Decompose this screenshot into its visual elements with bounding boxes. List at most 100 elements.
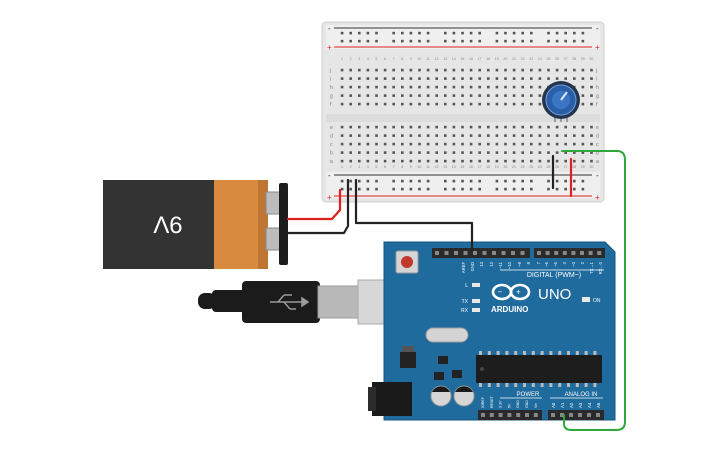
chip-pin [487, 383, 491, 387]
row-letter: h [596, 85, 599, 91]
terminal-hole [469, 159, 473, 163]
terminal-hole [340, 77, 344, 80]
terminal-hole [590, 85, 593, 89]
terminal-hole [512, 85, 516, 89]
terminal-hole [426, 102, 430, 106]
terminal-hole [495, 134, 499, 137]
dc-power-jack[interactable] [372, 382, 412, 416]
terminal-hole [564, 159, 567, 163]
rail-hole [564, 179, 567, 183]
rail-plus-label-tl: + [327, 43, 332, 52]
potentiometer[interactable] [542, 81, 580, 122]
rail-hole [504, 39, 507, 43]
terminal-hole [547, 134, 550, 137]
battery-black-body [103, 180, 218, 269]
terminal-hole [366, 159, 370, 163]
terminal-hole [375, 77, 378, 80]
header-hole [473, 251, 477, 255]
header-hole [444, 251, 449, 255]
terminal-hole [478, 142, 481, 146]
terminal-holes-top [340, 68, 593, 106]
rail-hole [469, 187, 473, 191]
digital-header-right[interactable] [534, 248, 605, 258]
battery-black-wire[interactable] [286, 178, 350, 235]
analog-section-label: ANALOG IN [565, 392, 598, 398]
reset-button[interactable] [401, 256, 413, 268]
header-hole [463, 251, 468, 255]
header-hole [560, 413, 564, 417]
column-number: 3 [358, 57, 360, 61]
chip-pin [567, 351, 570, 355]
terminal-hole [573, 134, 576, 137]
digital-header-left[interactable] [432, 248, 530, 258]
terminal-hole [409, 159, 413, 163]
rail-hole [573, 39, 576, 43]
rail-hole [375, 187, 378, 191]
terminal-hole [426, 94, 430, 97]
column-number: 6 [384, 57, 386, 61]
pot-signal-wire-to-a0[interactable] [561, 150, 626, 431]
rail-minus-label-br: - [596, 171, 599, 180]
terminal-hole [401, 94, 404, 97]
rail-hole [564, 187, 567, 191]
terminal-hole [452, 151, 456, 154]
digital-pin-label: ~10 [507, 261, 512, 269]
terminal-hole [358, 102, 361, 106]
ground-wire-to-arduino[interactable] [354, 178, 474, 252]
top-power-rail [326, 25, 600, 49]
rail-hole [512, 31, 516, 35]
chip-pin [531, 383, 535, 387]
tx-led [472, 299, 480, 303]
terminal-hole [392, 85, 395, 89]
column-number: 7 [393, 165, 395, 169]
terminal-hole [469, 142, 473, 146]
column-number: 26 [555, 165, 559, 169]
terminal-hole [521, 102, 524, 106]
terminal-hole [504, 151, 507, 154]
battery-red-wire[interactable] [286, 188, 342, 221]
header-hole [481, 413, 485, 417]
digital-pin-label: 4 [562, 261, 567, 264]
terminal-hole [504, 77, 507, 80]
terminal-hole [349, 68, 352, 72]
analog-header[interactable] [548, 410, 604, 420]
terminal-hole [418, 94, 421, 97]
rail-hole [452, 179, 456, 183]
header-hole [580, 251, 584, 255]
terminal-hole [435, 94, 438, 97]
terminal-hole [547, 142, 550, 146]
terminal-hole [504, 142, 507, 146]
column-number: 26 [555, 57, 559, 61]
terminal-hole [590, 77, 593, 80]
terminal-hole [392, 77, 395, 80]
wires [286, 150, 626, 431]
rail-hole [478, 31, 481, 35]
row-letter: e [330, 125, 333, 131]
terminal-hole [435, 77, 438, 80]
terminal-hole [469, 85, 473, 89]
column-number: 28 [572, 165, 576, 169]
chip-pin [479, 383, 482, 387]
power-pin-label: IOREF [481, 396, 485, 408]
battery-9v[interactable]: 9V [103, 180, 288, 269]
terminal-hole [383, 68, 387, 72]
terminal-hole [581, 85, 585, 89]
rail-hole [521, 31, 524, 35]
terminal-hole [426, 125, 430, 129]
rail-hole [401, 179, 404, 183]
terminal-hole [358, 77, 361, 80]
rail-hole [461, 187, 464, 191]
column-number: 12 [435, 165, 439, 169]
terminal-hole [573, 125, 576, 129]
terminal-hole [444, 134, 447, 137]
regulator-tab [402, 346, 414, 352]
column-number: 15 [460, 57, 464, 61]
rail-hole [521, 39, 524, 43]
terminal-hole [461, 159, 464, 163]
battery-snap-connector [279, 183, 288, 265]
terminal-hole [478, 159, 481, 163]
digital-pin-label: 2 [580, 261, 585, 264]
column-number: 11 [426, 57, 430, 61]
